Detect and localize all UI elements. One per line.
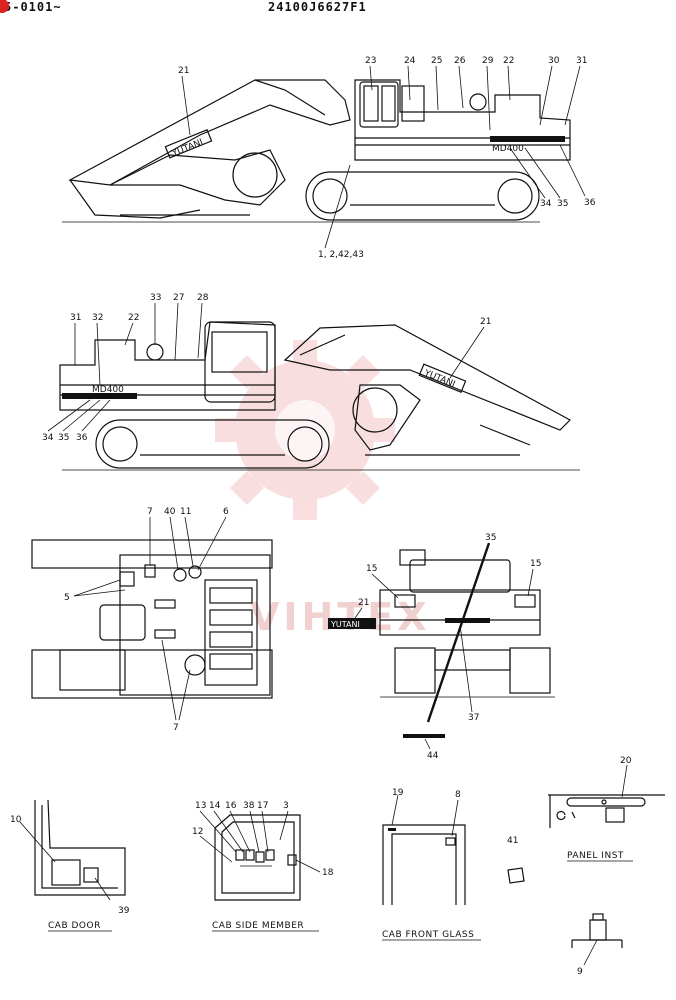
rear-decal: YUTANI xyxy=(330,620,360,629)
svg-text:31: 31 xyxy=(576,56,587,66)
svg-text:28: 28 xyxy=(197,293,209,303)
cab-side-member-detail: 13 14 16 38 17 3 12 18 CAB SIDE MEMBER xyxy=(192,801,334,932)
svg-text:38: 38 xyxy=(243,801,255,811)
svg-text:5: 5 xyxy=(64,593,70,603)
svg-text:41: 41 xyxy=(507,836,518,846)
boom-decal-right: YUTANI xyxy=(422,368,457,390)
top-view-callouts: 7 40 11 6 5 7 xyxy=(64,507,229,733)
part-9-detail: 9 xyxy=(571,913,623,977)
svg-text:19: 19 xyxy=(392,788,404,798)
svg-text:10: 10 xyxy=(10,815,22,825)
svg-text:29: 29 xyxy=(482,56,494,66)
svg-text:30: 30 xyxy=(548,56,560,66)
svg-text:PANEL INST: PANEL INST xyxy=(567,851,624,861)
panel-inst-detail: 20 PANEL INST xyxy=(548,756,665,862)
model-decal-right: MD400 xyxy=(92,385,124,395)
svg-text:3: 3 xyxy=(283,801,289,811)
svg-text:15: 15 xyxy=(366,564,377,574)
svg-text:17: 17 xyxy=(257,801,268,811)
svg-text:15: 15 xyxy=(530,559,541,569)
svg-text:37: 37 xyxy=(468,713,479,723)
svg-text:36: 36 xyxy=(584,198,596,208)
svg-text:21: 21 xyxy=(358,598,369,608)
svg-text:8: 8 xyxy=(455,790,461,800)
svg-text:26: 26 xyxy=(454,56,466,66)
svg-text:12: 12 xyxy=(192,827,203,837)
svg-text:21: 21 xyxy=(178,66,189,76)
svg-text:35: 35 xyxy=(485,533,496,543)
svg-text:CAB FRONT GLASS: CAB FRONT GLASS xyxy=(382,930,474,940)
svg-text:20: 20 xyxy=(620,756,632,766)
top-view xyxy=(31,539,273,699)
corner-mark xyxy=(0,0,9,13)
left-side-callouts: 21 23 24 25 26 29 22 30 31 34 35 36 1, 2… xyxy=(178,56,596,260)
svg-text:34: 34 xyxy=(540,199,552,209)
svg-text:22: 22 xyxy=(128,313,139,323)
svg-text:33: 33 xyxy=(150,293,161,303)
svg-text:36: 36 xyxy=(76,433,88,443)
right-side-callouts: 31 32 22 33 27 28 21 34 35 36 xyxy=(42,293,491,443)
svg-text:14: 14 xyxy=(209,801,221,811)
left-side-view: YUTANI MD400 xyxy=(62,79,571,223)
svg-text:23: 23 xyxy=(365,56,376,66)
cab-front-glass-detail: 19 8 CAB FRONT GLASS xyxy=(382,788,481,941)
svg-text:22: 22 xyxy=(503,56,514,66)
svg-text:21: 21 xyxy=(480,317,491,327)
svg-text:31: 31 xyxy=(70,313,81,323)
svg-text:24: 24 xyxy=(404,56,416,66)
right-side-view: MD400 YUTANI xyxy=(59,321,580,471)
model-decal-left: MD400 xyxy=(492,144,524,154)
svg-text:13: 13 xyxy=(195,801,206,811)
rear-view-callouts: 35 15 15 21 37 44 xyxy=(354,533,541,761)
svg-text:18: 18 xyxy=(322,868,334,878)
svg-text:34: 34 xyxy=(42,433,54,443)
svg-text:1, 2,42,43: 1, 2,42,43 xyxy=(318,250,364,260)
svg-text:CAB SIDE MEMBER: CAB SIDE MEMBER xyxy=(212,921,304,931)
svg-text:7: 7 xyxy=(173,723,179,733)
serial-range: 5-0101~ xyxy=(4,0,62,14)
svg-text:32: 32 xyxy=(92,313,103,323)
svg-text:35: 35 xyxy=(58,433,69,443)
svg-text:11: 11 xyxy=(180,507,191,517)
svg-text:27: 27 xyxy=(173,293,184,303)
svg-text:25: 25 xyxy=(431,56,442,66)
svg-text:16: 16 xyxy=(225,801,237,811)
svg-text:9: 9 xyxy=(577,967,583,977)
watermark-text: VIHTEX xyxy=(250,595,431,639)
svg-text:CAB DOOR: CAB DOOR xyxy=(48,921,101,931)
svg-text:6: 6 xyxy=(223,507,229,517)
svg-text:39: 39 xyxy=(118,906,130,916)
svg-text:44: 44 xyxy=(427,751,439,761)
part-number: 24100J6627F1 xyxy=(268,0,367,14)
cab-door-detail: 10 39 CAB DOOR xyxy=(10,799,130,932)
svg-text:35: 35 xyxy=(557,199,568,209)
svg-text:7: 7 xyxy=(147,507,153,517)
rear-view: YUTANI xyxy=(328,549,555,738)
svg-text:40: 40 xyxy=(164,507,176,517)
part-41-detail: 41 xyxy=(507,836,525,884)
